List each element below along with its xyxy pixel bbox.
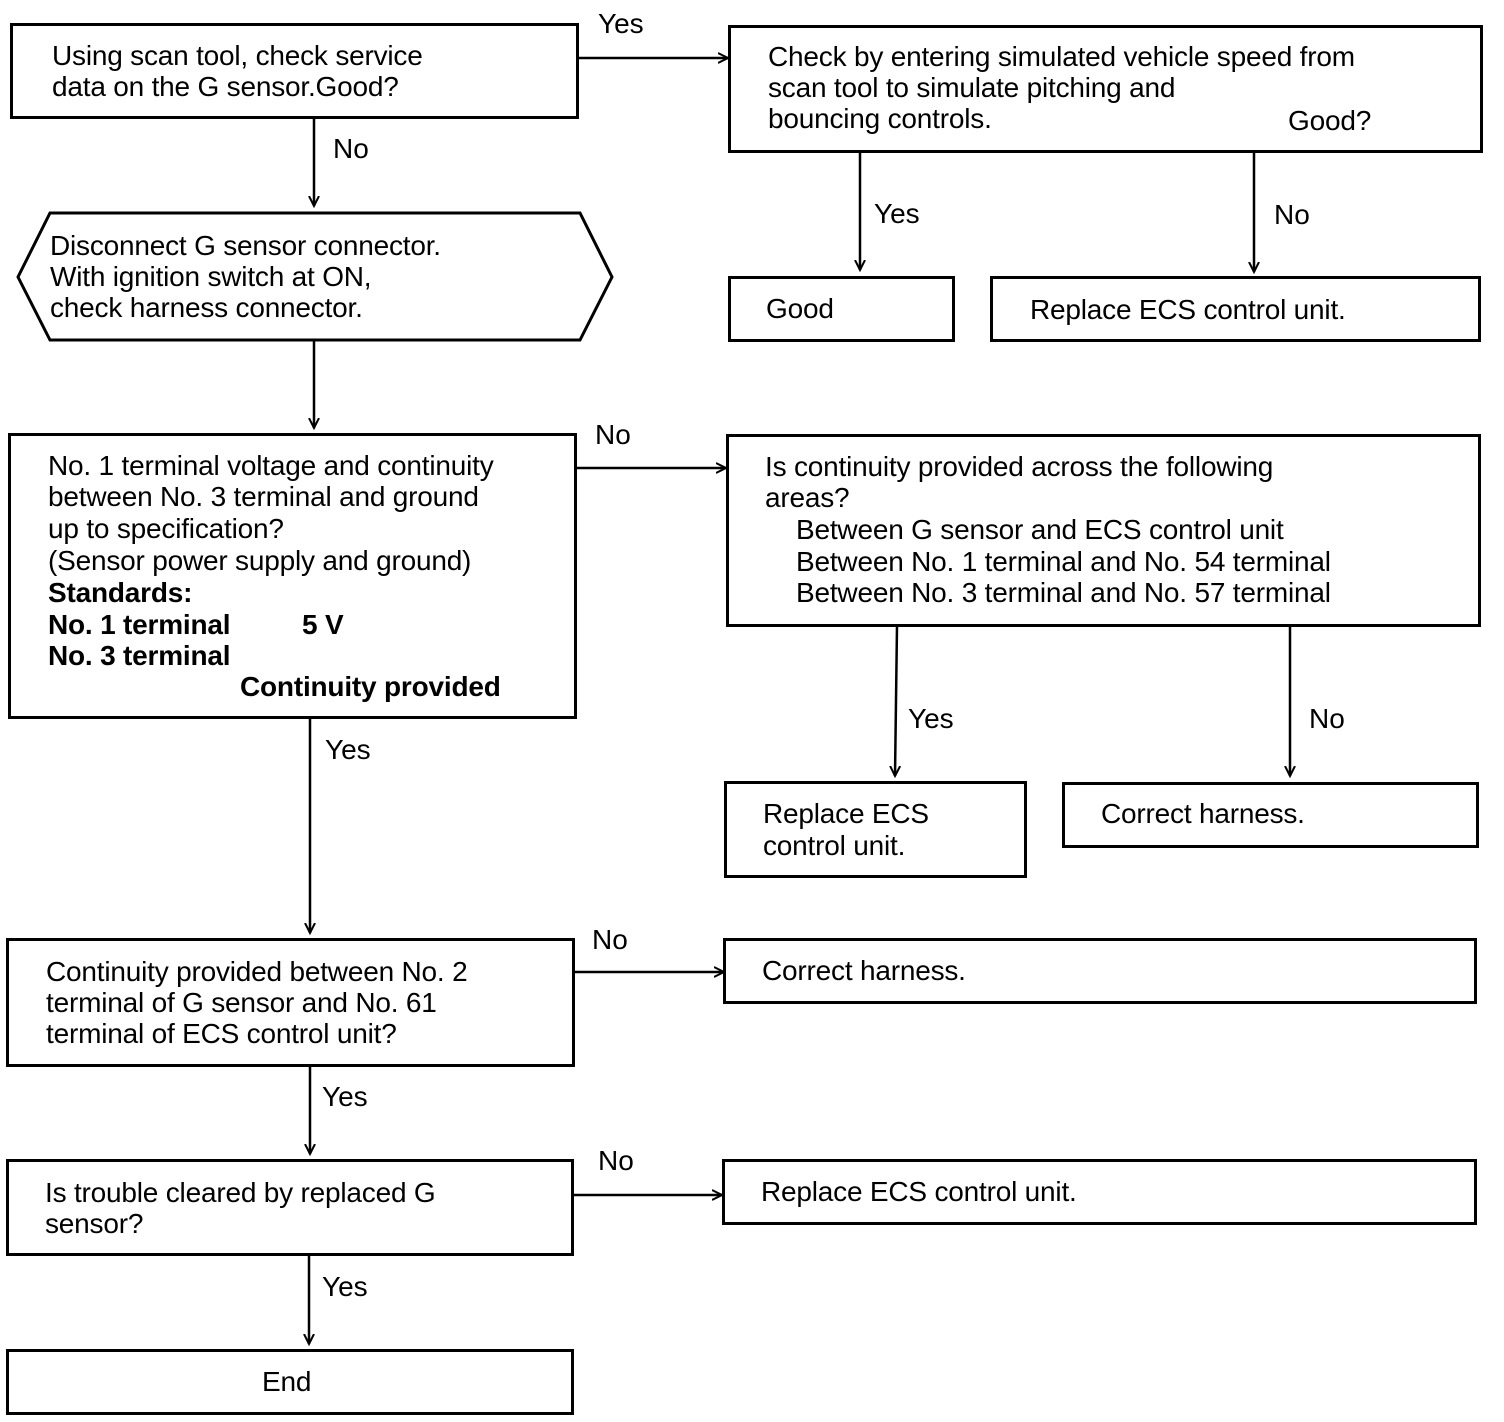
label-yes-no2: Yes <box>322 1081 368 1112</box>
label-yes-sim: Yes <box>874 198 920 229</box>
standard-t1-value: 5 V <box>302 609 344 640</box>
label-yes-areas: Yes <box>908 703 954 734</box>
continuity-no2-line1: Continuity provided between No. 2 <box>46 956 468 987</box>
terminal-check-line3: up to specification? <box>48 513 284 544</box>
end-text: End <box>262 1366 312 1397</box>
replace-ecs-text-1: Replace ECS control unit. <box>1030 294 1346 325</box>
label-no-areas: No <box>1309 703 1345 734</box>
disconnect-hexagon <box>16 211 614 342</box>
end-box <box>6 1349 574 1415</box>
terminal-check-line2: between No. 3 terminal and ground <box>48 481 479 512</box>
continuity-areas-line2: areas? <box>765 482 850 513</box>
sim-check-good: Good? <box>1288 105 1372 136</box>
sim-check-line2: scan tool to simulate pitching and <box>768 72 1176 103</box>
label-yes-cleared: Yes <box>322 1271 368 1302</box>
label-no-no2: No <box>592 924 628 955</box>
continuity-areas-box <box>726 434 1481 627</box>
continuity-areas-item2: Between No. 1 terminal and No. 54 termin… <box>796 546 1331 577</box>
arrow-areas-yes <box>895 625 897 776</box>
correct-harness-text-1: Correct harness. <box>1101 798 1305 829</box>
terminal-check-box <box>8 433 577 719</box>
replace-ecs-box-3 <box>722 1159 1477 1225</box>
result-good-box <box>728 276 955 342</box>
replace-ecs-2-line2: control unit. <box>763 830 906 861</box>
step1-line2: data on the G sensor.Good? <box>52 71 399 102</box>
sim-check-line3: bouncing controls. <box>768 103 992 134</box>
correct-harness-box-2 <box>723 938 1477 1004</box>
continuity-no2-line2: terminal of G sensor and No. 61 <box>46 987 437 1018</box>
trouble-cleared-line1: Is trouble cleared by replaced G <box>45 1177 436 1208</box>
disconnect-line1: Disconnect G sensor connector. <box>50 230 441 261</box>
disconnect-line3: check harness connector. <box>50 292 363 323</box>
label-no-terminal: No <box>595 419 631 450</box>
sim-check-line1: Check by entering simulated vehicle spee… <box>768 41 1355 72</box>
sim-check-box <box>728 25 1483 153</box>
standard-t3-label: No. 3 terminal <box>48 640 231 671</box>
trouble-cleared-box <box>6 1159 574 1256</box>
replace-ecs-box-2 <box>724 781 1027 878</box>
label-yes-step1: Yes <box>598 8 644 39</box>
standards-heading: Standards: <box>48 577 193 608</box>
continuity-no2-box <box>6 938 575 1067</box>
replace-ecs-2-line1: Replace ECS <box>763 798 929 829</box>
replace-ecs-box-1 <box>990 276 1481 342</box>
label-no-step1: No <box>333 133 369 164</box>
terminal-check-line1: No. 1 terminal voltage and continuity <box>48 450 494 481</box>
result-good-text: Good <box>766 293 834 324</box>
standard-t3-value: Continuity provided <box>240 671 501 702</box>
label-no-cleared: No <box>598 1145 634 1176</box>
disconnect-line2: With ignition switch at ON, <box>50 261 372 292</box>
continuity-areas-line1: Is continuity provided across the follow… <box>765 451 1274 482</box>
continuity-areas-item1: Between G sensor and ECS control unit <box>796 514 1284 545</box>
label-no-sim: No <box>1274 199 1310 230</box>
step1-line1: Using scan tool, check service <box>52 40 423 71</box>
step1-box <box>10 23 579 119</box>
terminal-check-line4: (Sensor power supply and ground) <box>48 545 472 576</box>
standard-t1-label: No. 1 terminal <box>48 609 231 640</box>
continuity-areas-item3: Between No. 3 terminal and No. 57 termin… <box>796 577 1331 608</box>
label-yes-terminal: Yes <box>325 734 371 765</box>
continuity-no2-line3: terminal of ECS control unit? <box>46 1018 397 1049</box>
correct-harness-text-2: Correct harness. <box>762 955 966 986</box>
trouble-cleared-line2: sensor? <box>45 1208 144 1239</box>
correct-harness-box-1 <box>1062 782 1479 848</box>
replace-ecs-text-3: Replace ECS control unit. <box>761 1176 1077 1207</box>
